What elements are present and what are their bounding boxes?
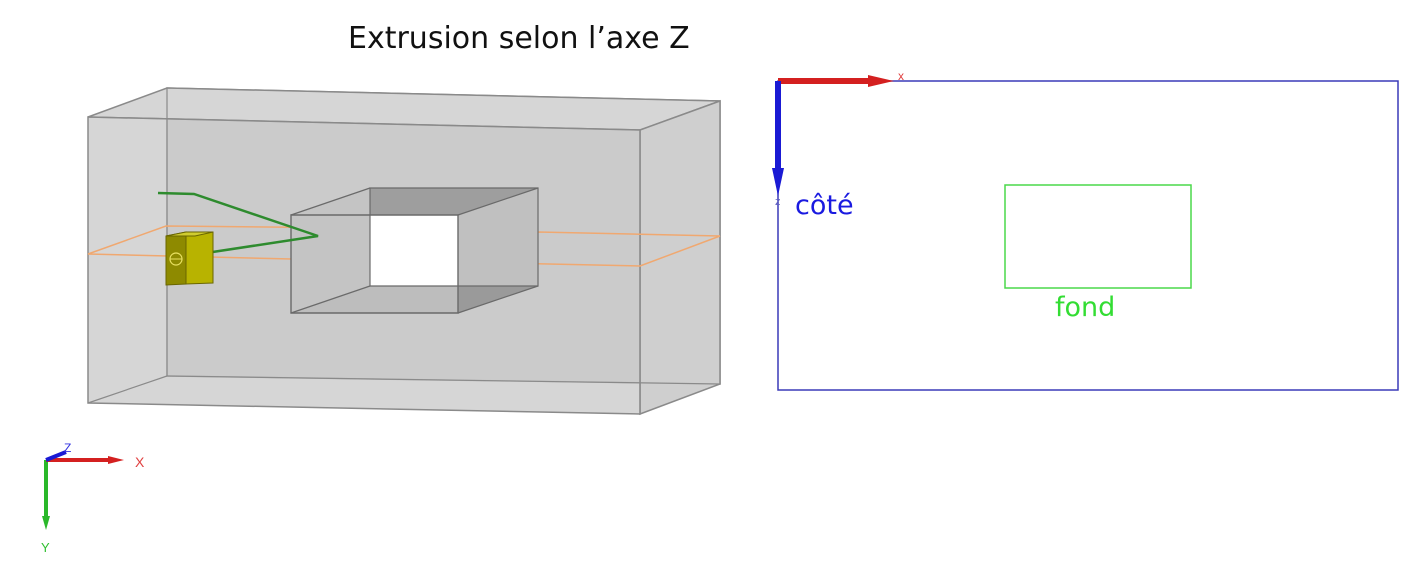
inner-rectangle: [1004, 184, 1192, 289]
box-hidden-edge: [87, 375, 168, 404]
source-block-top: [165, 231, 214, 237]
z-axis-arrow-2d: [772, 168, 784, 196]
path-polyline: [157, 191, 319, 255]
hole-left-inner-face: [291, 188, 370, 313]
hole-edge: [290, 187, 371, 216]
y-axis-arrow: [42, 516, 50, 530]
axis-triad-3d: X Y Z: [41, 441, 145, 555]
z-axis-line: [45, 450, 67, 462]
box-hole: [290, 187, 539, 314]
box-right-face: [639, 99, 721, 416]
source-block: [165, 231, 214, 286]
x-axis-label: X: [135, 454, 145, 470]
hole-edge: [290, 285, 371, 314]
hole-edge: [457, 285, 539, 314]
source-block-front: [185, 231, 214, 285]
box-hidden-edge: [166, 375, 721, 385]
x-axis-arrow-2d: [868, 75, 894, 87]
z-axis-label-2d: z: [775, 196, 781, 208]
hole-right-inner-face: [458, 188, 538, 313]
x-axis-arrow: [108, 456, 124, 464]
y-axis-label: Y: [41, 540, 50, 555]
view-3d: X Y Z: [41, 87, 721, 555]
label-side: côté: [795, 190, 854, 221]
view-2d: x z côté fond: [772, 69, 1399, 391]
label-bottom: fond: [1055, 292, 1115, 323]
z-axis-label: Z: [64, 441, 71, 455]
diagram-title: Extrusion selon l’axe Z: [348, 21, 690, 56]
outer-rectangle: [777, 80, 1399, 391]
axis-triad-2d: x z: [772, 69, 904, 208]
hole-edge: [457, 187, 539, 216]
x-axis-label-2d: x: [898, 69, 904, 83]
